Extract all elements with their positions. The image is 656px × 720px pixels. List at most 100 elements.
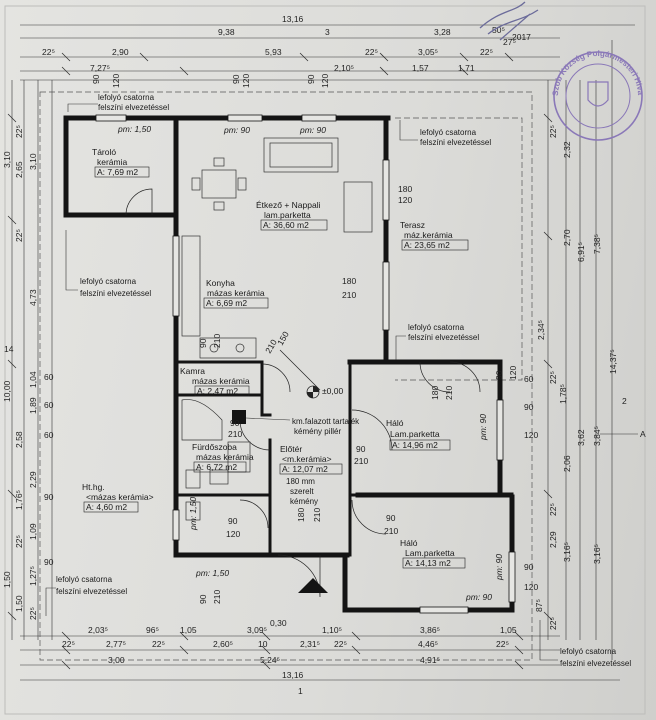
dim-left-22: 60: [44, 400, 54, 410]
room-bathroom: Fürdőszoba mázas kerámia A: 6,72 m2: [192, 442, 254, 473]
door-bedroom2: [351, 499, 387, 535]
dim-left-5: 22⁵: [14, 229, 24, 242]
dim-top-r2-s2: 22⁵: [365, 47, 378, 57]
window-wc: [172, 509, 180, 541]
room-living-area: A: 36,60 m2: [263, 220, 309, 230]
door-wc: [239, 499, 269, 529]
room-wc-area: A: 4,60 m2: [86, 502, 127, 512]
dim-top-r2-s1: 22⁵: [42, 47, 55, 57]
downpipe-note-1a: lefolyó csatorna: [98, 93, 155, 102]
sheet-frame: [4, 5, 646, 715]
room-hall-area: A: 12,07 m2: [282, 464, 328, 474]
windows: [95, 114, 516, 614]
downpipe-note-2b: felszíni elvezetéssel: [420, 138, 491, 147]
window-kitchen: [172, 235, 180, 317]
downpipe-note-5a: lefolyó csatorna: [56, 575, 113, 584]
dim-top-v1: 90: [91, 74, 101, 84]
terrace-outline: [395, 117, 523, 381]
dim-top-r2-s3: 22⁵: [480, 47, 493, 57]
op-16: 120: [226, 529, 240, 539]
door-bedroom1-terrace: [419, 361, 451, 393]
room-storage: Tároló kerámia A: 7,69 m2: [92, 147, 150, 178]
room-bedroom2-finish: Lam.parketta: [405, 548, 455, 558]
room-bathroom-name: Fürdőszoba: [192, 442, 237, 452]
right-dimensions: 22⁵ 2,32 2,70 6,91⁵ 7,38⁵ 14,37⁵ 2,34⁵ 1…: [524, 125, 646, 630]
toilet-wc: [185, 501, 201, 521]
room-terrace-area-box: [401, 239, 469, 251]
dim-right-18: 22⁵: [548, 617, 558, 630]
door-storage: [125, 188, 153, 216]
dim-bot-r1-6: 1,10⁵: [322, 625, 342, 635]
dim-right-15: 3,16⁵: [592, 544, 602, 564]
room-bathroom-area: A: 6,72 m2: [196, 462, 237, 472]
dim-right-6: 14,37⁵: [608, 349, 618, 374]
level-marker: [306, 385, 320, 399]
op-23: 90: [494, 370, 504, 380]
op-22: 210: [212, 590, 222, 604]
signature-date: 2017: [512, 32, 531, 42]
dim-right-12: 2,06: [562, 455, 572, 472]
room-wc-name: Ht.hg.: [82, 482, 105, 492]
dim-right-23: 120: [524, 582, 538, 592]
room-living-area-box: [260, 219, 328, 231]
dim-top-r2-5: 27⁵: [503, 37, 516, 47]
dim-right-1: 22⁵: [548, 125, 558, 138]
room-kitchen-finish: mázas kerámia: [207, 288, 265, 298]
dim-top-r2-2: 5,93: [265, 47, 282, 57]
op-13: 180: [296, 508, 306, 522]
section-marker-top: 3: [325, 27, 330, 37]
dim-left-15: 1,09: [28, 523, 38, 540]
dim-right-8: 1,78⁵: [558, 384, 568, 404]
pm-living-2: pm: 90: [299, 125, 326, 135]
downpipe-note-4a: lefolyó csatorna: [408, 323, 465, 332]
level-symbol: [307, 386, 319, 398]
dim-right-10: 3,62: [576, 429, 586, 446]
room-terrace-area: A: 23,65 m2: [404, 240, 450, 250]
armchair: [343, 181, 373, 233]
dim-right-21: 60: [524, 374, 534, 384]
dimension-ticks: [7, 52, 553, 670]
dim-right-22: 90: [524, 562, 534, 572]
parapet-heights: pm: 1,50 pm: 90 pm: 90 pm: 90 pm: 1,50 p…: [117, 124, 504, 602]
furniture: [181, 137, 373, 521]
dim-top-v3: 90: [231, 74, 241, 84]
flue-note-2: szerelt: [290, 487, 314, 496]
section-marker-bottom: 1: [298, 686, 303, 696]
door-bedroom1-terrace-b: [449, 361, 481, 393]
room-hall-area-box: [279, 463, 343, 475]
room-bedroom1-name: Háló: [386, 418, 404, 428]
dim-top-r3-4: 1,71: [458, 63, 475, 73]
dim-left-24: 14: [4, 344, 14, 354]
dim-right-9: 22⁵: [548, 371, 558, 384]
bathtub: [181, 399, 223, 441]
chair-2: [213, 201, 225, 211]
room-bedroom2-area: A: 14,13 m2: [405, 558, 451, 568]
dim-bot-r2-7: 22⁵: [334, 639, 347, 649]
dim-left-9: 60: [44, 372, 54, 382]
room-living: Étkező + Nappali lam.parketta A: 36,60 m…: [256, 200, 328, 231]
room-terrace-name: Terasz: [400, 220, 425, 230]
room-living-name: Étkező + Nappali: [256, 200, 321, 210]
room-wc-area-box: [83, 501, 139, 513]
dim-left-10: 1,89: [28, 397, 38, 414]
op-1: 180: [398, 184, 412, 194]
room-pantry-name: Kamra: [180, 366, 205, 376]
room-bedroom2: Háló Lam.parketta A: 14,13 m2: [400, 538, 466, 569]
dim-bot-r1-2: 96⁵: [146, 625, 159, 635]
level-value: ±0,00: [322, 386, 343, 396]
door-entrance: [277, 554, 321, 598]
op-18: 210: [384, 526, 398, 536]
dim-left-23: 90: [44, 492, 54, 502]
dim-top-r3-3: 1,57: [412, 63, 429, 73]
room-bedroom2-name: Háló: [400, 538, 418, 548]
dim-left-7: 10,00: [2, 380, 12, 402]
room-wc-finish: <mázas kerámia>: [86, 492, 154, 502]
seal-coat-of-arms: [587, 81, 609, 107]
dim-bot-r1-1: 2,03⁵: [88, 625, 108, 635]
room-kitchen-name: Konyha: [206, 278, 235, 288]
room-storage-area: A: 7,69 m2: [97, 167, 138, 177]
op-24: 120: [508, 366, 518, 380]
room-bedroom1-finish: Lam.parketta: [390, 429, 440, 439]
door-pantry: [261, 363, 291, 393]
